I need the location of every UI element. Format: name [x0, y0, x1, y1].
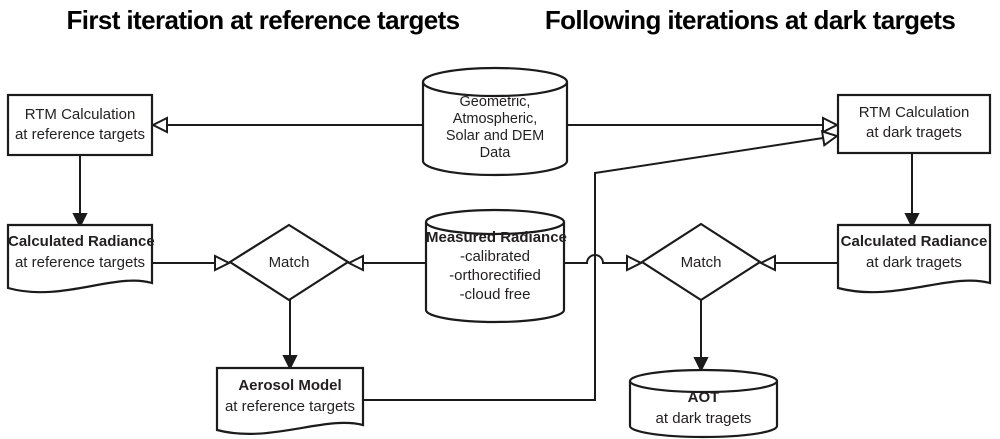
rtm-dark-label: RTM Calculation at dark tragets	[838, 103, 990, 143]
connector-rtm-reference-to-calculated-radiance	[72, 155, 88, 229]
connector-calculated-radiance-dark-to-match-right	[758, 254, 838, 272]
rtm-reference-label: RTM Calculation at reference targets	[8, 105, 152, 145]
rtm-reference-line1: RTM Calculation	[24, 106, 136, 123]
connector-geodata-to-rtm-dark	[567, 116, 840, 134]
calculated-radiance-dark-document	[836, 223, 992, 294]
rtm-dark-box	[836, 93, 992, 155]
rtm-dark-line1: RTM Calculation	[858, 104, 970, 121]
match-left-label: Match	[268, 254, 310, 271]
calculated-radiance-dark-line2: at dark tragets	[866, 254, 962, 271]
match-right-label: Match	[680, 254, 722, 271]
aot-line1: AOT	[687, 389, 720, 406]
connector-geodata-to-rtm-reference	[150, 116, 423, 134]
rtm-reference-box	[6, 93, 154, 157]
connector-calculated-radiance-to-match-left	[152, 254, 232, 272]
measured-radiance-line2: -calibrated	[459, 248, 531, 265]
connector-rtm-dark-to-calculated-radiance-dark	[904, 153, 920, 229]
calculated-radiance-reference-line1: Calculated Radiance	[8, 233, 155, 250]
calculated-radiance-dark-label: Calculated Radiance at dark tragets	[838, 231, 990, 273]
measured-radiance-line3: -orthorectified	[449, 267, 541, 284]
connector-measured-radiance-to-match-left	[346, 254, 426, 272]
measured-radiance-cylinder	[424, 208, 566, 324]
match-left-diamond	[227, 223, 351, 302]
geodata-line1: Geometric,	[459, 94, 531, 110]
rtm-dark-line2: at dark tragets	[866, 124, 962, 141]
calculated-radiance-reference-document	[6, 223, 154, 294]
calculated-radiance-reference-label: Calculated Radiance at reference targets	[8, 231, 155, 273]
geodata-label: Geometric, Atmospheric, Solar and DEM Da…	[423, 94, 567, 162]
match-right-diamond	[639, 222, 763, 302]
measured-radiance-label: Measured Radiance -calibrated -orthorect…	[426, 228, 567, 304]
aot-line2: at dark tragets	[655, 410, 752, 427]
calculated-radiance-reference-line2: at reference targets	[14, 254, 146, 271]
geodata-line3: Solar and DEM	[445, 128, 545, 144]
aot-cylinder	[628, 368, 779, 439]
connector-match-left-to-aerosol-model	[282, 300, 298, 371]
aerosol-model-line2: at reference targets	[224, 398, 356, 415]
geodata-line4: Data	[479, 145, 511, 161]
measured-radiance-line1: Measured Radiance	[426, 229, 567, 246]
aot-label: AOT at dark tragets	[630, 387, 777, 429]
measured-radiance-line4: -cloud free	[459, 286, 531, 303]
aerosol-model-document	[215, 366, 365, 435]
aerosol-model-label: Aerosol Model at reference targets	[217, 375, 363, 417]
rtm-reference-line2: at reference targets	[14, 126, 146, 143]
geodata-cylinder	[421, 66, 569, 177]
calculated-radiance-dark-line1: Calculated Radiance	[840, 233, 988, 250]
connector-match-right-to-aot	[693, 300, 709, 373]
title-following-iterations: Following iterations at dark targets	[544, 5, 956, 35]
connector-measured-radiance-to-match-right	[564, 254, 644, 272]
geodata-line2: Atmospheric,	[452, 111, 538, 127]
connector-aerosol-feedback-to-rtm-dark	[363, 129, 840, 401]
title-first-iteration: First iteration at reference targets	[66, 5, 460, 35]
aerosol-model-line1: Aerosol Model	[238, 377, 342, 394]
